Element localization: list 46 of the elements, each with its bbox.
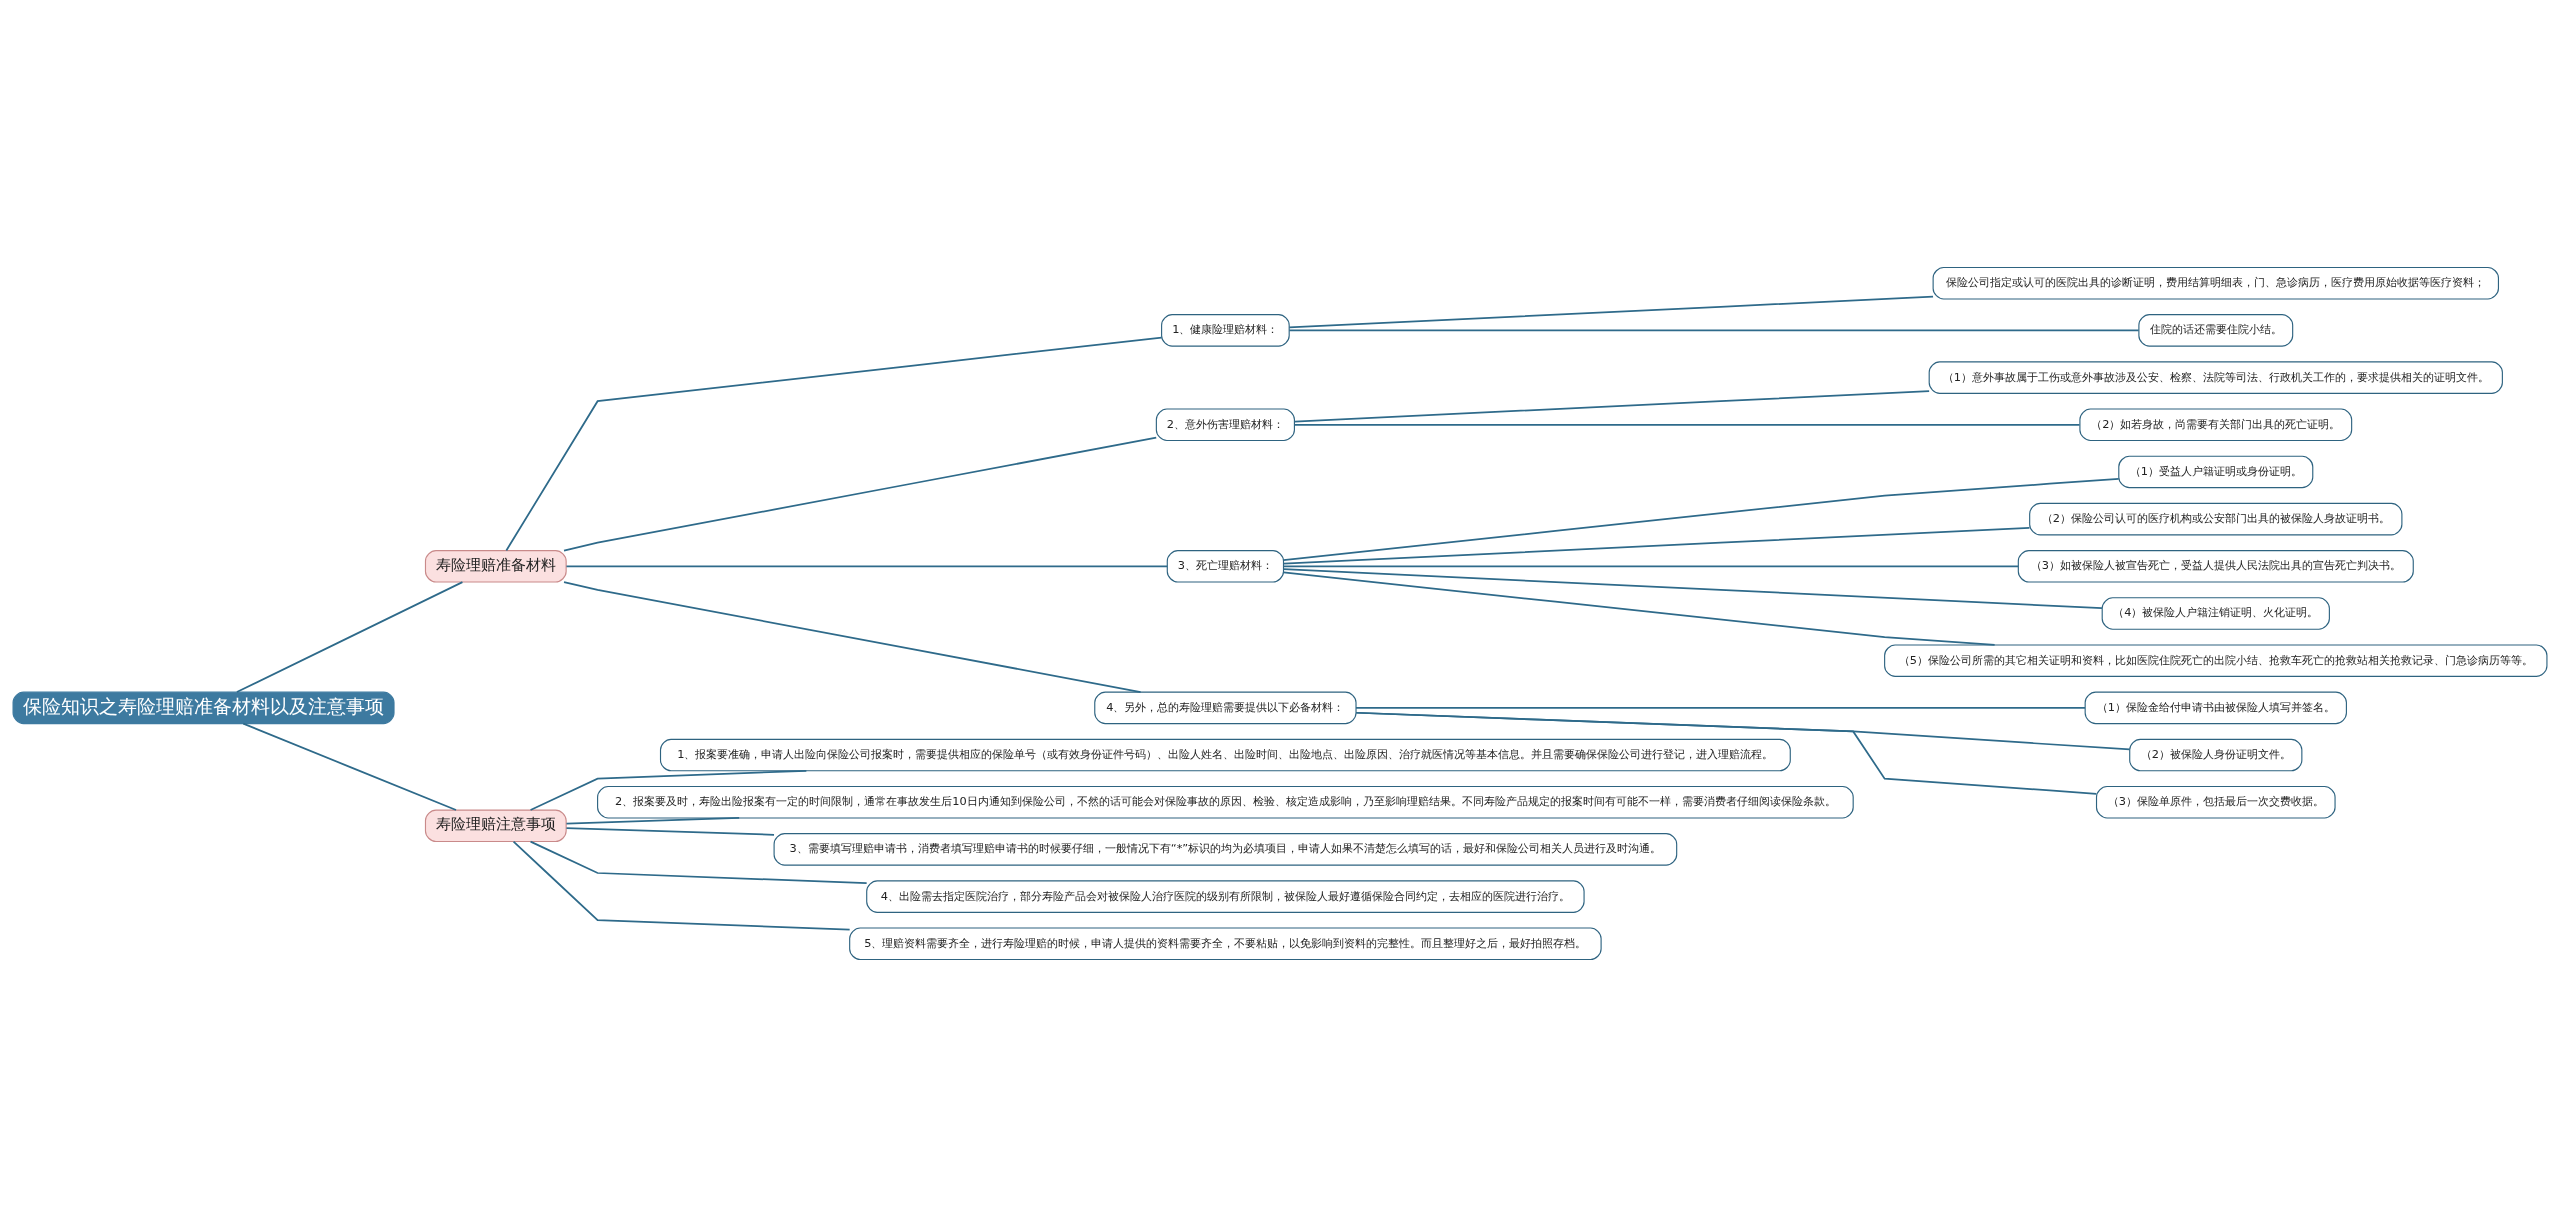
node-box: 住院的话还需要住院小结。 [2138,314,2294,347]
connector [1282,565,2020,568]
connector [242,722,457,811]
node-box: 寿险理赔注意事项 [424,809,567,843]
connector [1288,329,2140,332]
node-box: （3）如被保险人被宣告死亡，受益人提供人民法院出具的宣告死亡判决书。 [2017,550,2414,583]
node-box: （2）如若身故，尚需要有关部门出具的死亡证明。 [2079,408,2353,442]
node-box: （1）保险金给付申请书由被保险人填写并签名。 [2084,691,2347,725]
node-box: 2、意外伤害理赔材料： [1155,408,1295,442]
connector [512,840,851,931]
node-box: 4、另外，总的寿险理赔需要提供以下必备材料： [1094,691,1357,725]
node-box: 1、健康险理赔材料： [1161,314,1290,347]
node-box: （5）保险公司所需的其它相关证明和资料，比如医院住院死亡的出院小结、抢救车死亡的抢救站相关抢救记录、门急诊病历等等。 [1884,644,2548,677]
connector [565,817,741,825]
connector [565,565,1169,568]
connector [565,827,775,836]
node-box: 5、理赔资料需要齐全，进行寿险理赔的时候，申请人提供的资料需要齐全，不要粘贴，以免影响到资料的完整性。而且整理好之后，最好拍照存档。 [849,927,1602,961]
connector [1282,527,2031,565]
connector [1282,571,1996,646]
node-box: 4、出险需去指定医院治疗，部分寿险产品会对被保险人治疗医院的级别有所限制，被保险人最好遵循保险合同约定，去相应的医院进行治疗。 [866,880,1585,913]
connector [1288,295,1934,329]
connector [1282,568,2103,609]
connector [529,840,868,884]
node-box: 3、需要填写理赔申请书，消费者填写理赔申请书的时候要仔细，一般情况下有“*”标识的均为必填项目，申请人如果不清楚怎么填写的话，最好和保险公司相关人员进行及时沟通。 [773,833,1678,866]
connector [236,581,464,693]
node-box: 1、报案要准确，申请人出险向保险公司报案时，需要提供相应的保险单号（或有效身份证件号码）、出险人姓名、出险时间、出险地点、出险原因、治疗就医情况等基本信息。并且需要确保保险公司进行登记，进入理赔流程。 [659,738,1791,772]
node-box: （1）受益人户籍证明或身份证明。 [2118,455,2314,489]
connector [1293,423,2081,426]
node-box: 3、死亡理赔材料： [1166,550,1285,583]
node-box: （2）保险公司认可的医疗机构或公安部门出具的被保险人身故证明书。 [2029,502,2403,536]
node-box: 保险知识之寿险理赔准备材料以及注意事项 [12,691,395,725]
node-box: （2）被保险人身份证明文件。 [2129,738,2303,772]
connector [1282,477,2120,562]
node-box: （1）意外事故属于工伤或意外事故涉及公安、检察、法院等司法、行政机关工作的，要求提供相关的证明文件。 [1928,361,2503,394]
connector [1355,707,2086,709]
connector [563,436,1158,552]
node-box: 保险公司指定或认可的医院出具的诊断证明，费用结算明细表，门、急诊病历，医疗费用原始收据等医疗资料； [1932,266,2499,300]
connector [529,769,808,811]
connector [505,336,1163,552]
connector [563,581,1142,693]
node-box: （4）被保险人户籍注销证明、火化证明。 [2101,597,2330,630]
node-box: 寿险理赔准备材料 [424,550,567,583]
node-box: （3）保险单原件，包括最后一次交费收据。 [2095,785,2336,819]
node-box: 2、报案要及时，寿险出险报案有一定的时间限制，通常在事故发生后10日内通知到保险公司，不然的话可能会对保险事故的原因、检验、核定造成影响，乃至影响理赔结果。不同寿险产品规定的报案时间有可能不一样，需要消费者仔细阅读保险条款。 [597,785,1854,819]
connector [1293,390,1930,423]
connector [1355,711,2098,795]
